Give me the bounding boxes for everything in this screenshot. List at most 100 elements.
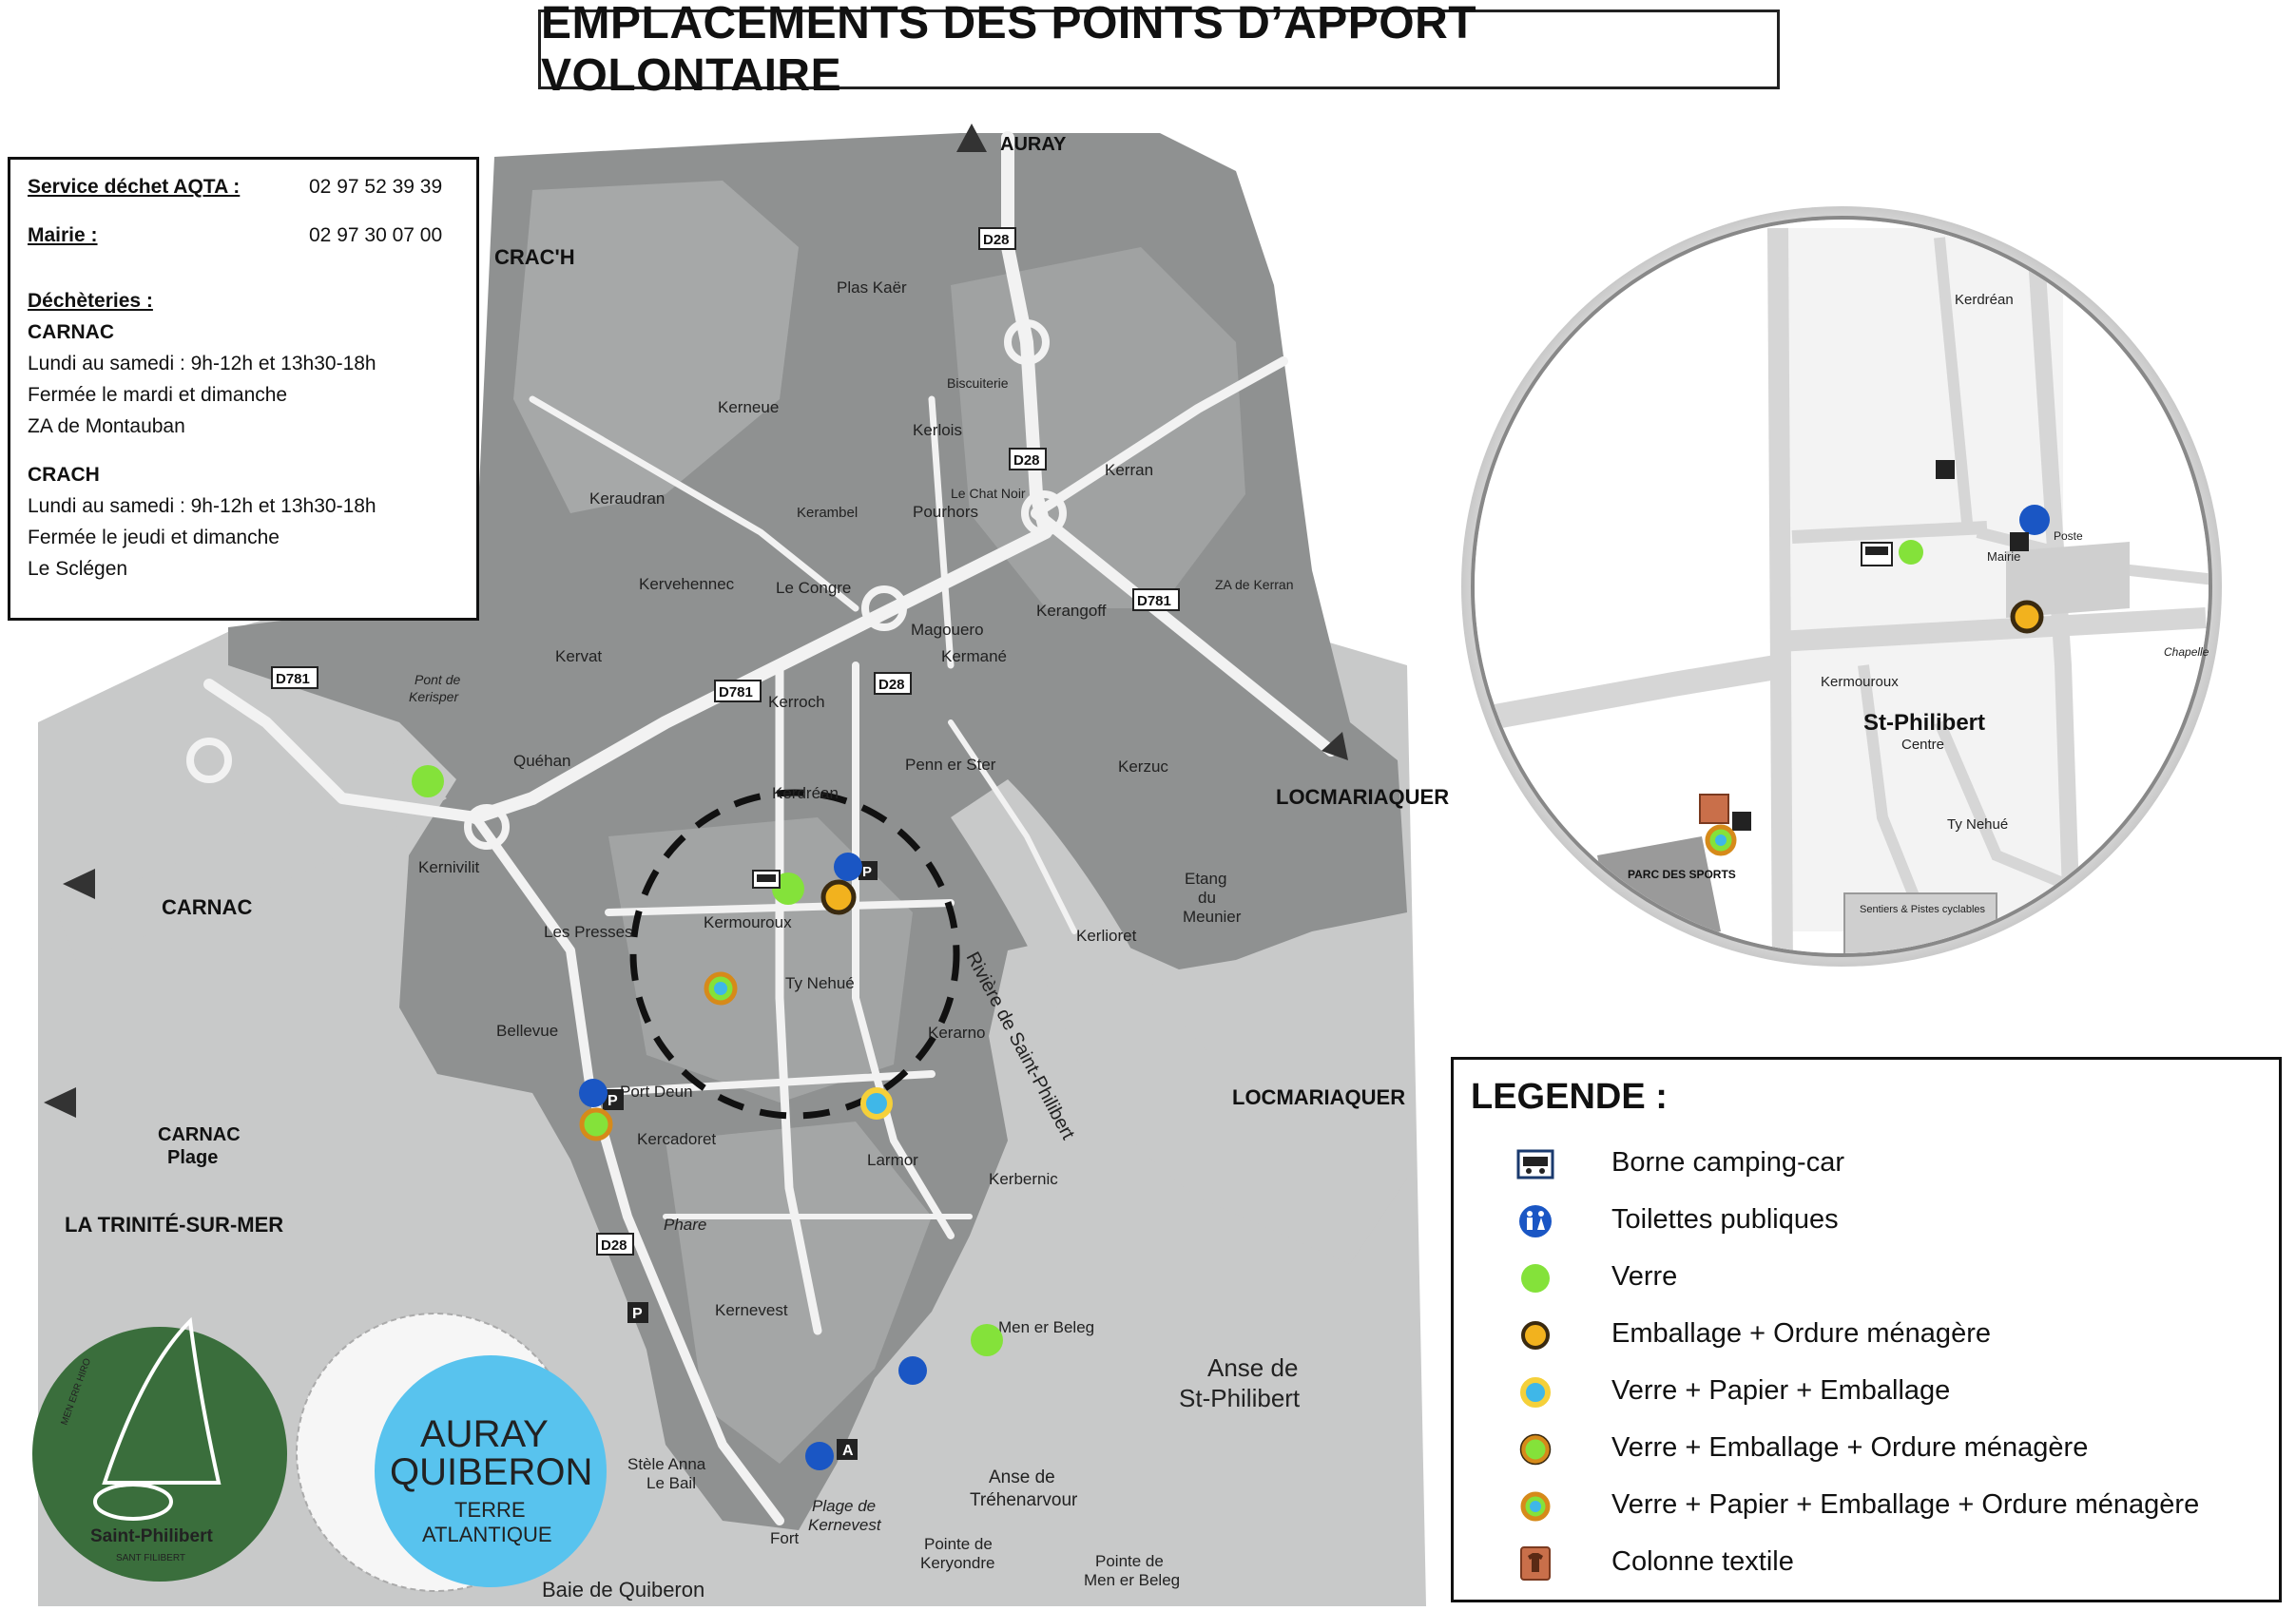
crach-hours: Lundi au samedi : 9h-12h et 13h30-18h <box>28 495 376 517</box>
legend-item-toilets: Toilettes publiques <box>1454 1200 2271 1242</box>
roads <box>203 131 1337 1525</box>
inset-label-sentiers: Sentiers & Pistes cyclables <box>1860 904 1986 915</box>
mairie-phone[interactable]: 02 97 30 07 00 <box>309 224 443 246</box>
map-label-za: ZA de Kerran <box>1215 577 1294 592</box>
map-label-kercadoret: Kercadoret <box>637 1130 716 1148</box>
map-label-plage-kernevest-1: Plage de <box>812 1497 876 1515</box>
arrow-locmariaquer-icon <box>1322 732 1348 760</box>
map-label-plage-kernevest-2: Kernevest <box>808 1516 882 1534</box>
legend-label: Verre + Papier + Emballage <box>1611 1375 1951 1406</box>
mairie-label: Mairie : <box>28 224 98 246</box>
map-label-etang-1: Etang <box>1185 870 1226 888</box>
map-label-plas-kaer: Plas Kaër <box>837 278 907 297</box>
roundabout <box>1004 319 1050 365</box>
camping-car-icon <box>1865 547 1888 555</box>
camping-car-marker[interactable] <box>752 870 781 889</box>
service-row: Service déchet AQTA : 02 97 52 39 39 <box>28 171 459 202</box>
legend-item-verre-emballage-om: Verre + Emballage + Ordure ménagère <box>1454 1429 2271 1470</box>
logo-aq-line3: TERRE <box>454 1498 526 1522</box>
roundabout <box>186 738 232 783</box>
road-badge-d28: D28 <box>601 1237 627 1254</box>
roundabout <box>861 585 907 631</box>
glass-paper-packaging-point-marker[interactable] <box>860 1087 893 1120</box>
legend-label: Colonne textile <box>1611 1546 1794 1577</box>
map-label-kerarno: Kerarno <box>928 1024 985 1042</box>
roundabout <box>464 804 510 850</box>
map-label-phare: Phare <box>664 1216 706 1234</box>
carnac-hours: Lundi au samedi : 9h-12h et 13h30-18h <box>28 353 376 374</box>
toilets-icon <box>1519 1205 1552 1237</box>
map-label-kervehennec: Kervehennec <box>639 575 735 593</box>
road-badge-d781: D781 <box>276 671 310 687</box>
map-label-locmariaquer-1: LOCMARIAQUER <box>1276 785 1449 809</box>
legend-label: Verre + Emballage + Ordure ménagère <box>1611 1432 2089 1463</box>
carnac-place: ZA de Montauban <box>28 415 185 437</box>
map-label-pont-2: Kerisper <box>409 689 459 704</box>
road-badges: D28 D28 D781 D781 D781 D28 D28 <box>271 227 1180 1256</box>
svg-text:P: P <box>862 864 872 880</box>
inset-parking-icon <box>1732 812 1751 831</box>
legend: LEGENDE : Borne camping-car Toilettes pu… <box>1451 1057 2282 1602</box>
all-fractions-center-icon <box>714 982 727 995</box>
toilets-icon[interactable] <box>898 1356 927 1385</box>
toilet-markers <box>579 853 927 1470</box>
map-label-kerlioret: Kerlioret <box>1076 927 1137 945</box>
map-label-stele-2: Le Bail <box>646 1474 696 1492</box>
info-box: Service déchet AQTA : 02 97 52 39 39 Mai… <box>8 157 479 621</box>
map-label-auray: AURAY <box>1000 134 1067 155</box>
inset-textile-icon[interactable] <box>1699 794 1729 824</box>
map-label-locmariaquer-2: LOCMARIAQUER <box>1232 1085 1405 1109</box>
map-label-pointe-2: Keryondre <box>920 1554 994 1572</box>
map-label-kervat: Kervat <box>555 647 602 665</box>
logo-auray-quiberon: AURAY QUIBERON TERRE ATLANTIQUE <box>296 1313 607 1592</box>
map-label-carnac-plage-2: Plage <box>167 1147 218 1168</box>
map-label-ty-nehue: Ty Nehué <box>785 974 855 992</box>
legend-item-emballage-om: Emballage + Ordure ménagère <box>1454 1314 2271 1356</box>
map-label-kerran: Kerran <box>1105 461 1153 479</box>
toilets-icon[interactable] <box>834 853 862 881</box>
road-badge-d28: D28 <box>878 677 905 693</box>
inset-label-kermouroux: Kermouroux <box>1821 674 1899 690</box>
river <box>951 779 1407 1264</box>
map-label-kerlois: Kerlois <box>913 421 962 439</box>
map-label-kermouroux: Kermouroux <box>704 913 792 931</box>
land-patch <box>666 1122 932 1464</box>
map-label-carnac: CARNAC <box>162 895 252 919</box>
toilets-icon[interactable] <box>579 1079 608 1107</box>
legend-label: Verre <box>1611 1261 1678 1292</box>
inset-toilets-icon[interactable] <box>2019 505 2050 535</box>
svg-text:A: A <box>842 1443 854 1459</box>
map-label-pourhors: Pourhors <box>913 503 978 521</box>
glass-point-marker[interactable] <box>971 1324 1003 1356</box>
map-label-keraudran: Keraudran <box>589 489 665 508</box>
map-label-men-er-beleg: Men er Beleg <box>998 1318 1094 1336</box>
map-label-kerambel: Kerambel <box>797 505 858 521</box>
map-label-baie: Baie de Quiberon <box>542 1578 704 1601</box>
toilets-icon[interactable] <box>805 1442 834 1470</box>
legend-item-camping-car: Borne camping-car <box>1454 1143 2271 1185</box>
green-dot-icon <box>1521 1264 1550 1293</box>
map-label-penn-er-ster: Penn er Ster <box>905 756 996 774</box>
legend-label: Toilettes publiques <box>1611 1204 1839 1235</box>
map-label-quehan: Quéhan <box>513 752 571 770</box>
logo-aq-line4: ATLANTIQUE <box>422 1523 552 1546</box>
map-label-le-congre: Le Congre <box>776 579 851 597</box>
page-title: EMPLACEMENTS DES POINTS D’APPORT VOLONTA… <box>538 0 1780 101</box>
logo-stphil-sub: SANT FILIBERT <box>116 1553 185 1563</box>
inset-packaging-waste-point-marker[interactable] <box>2010 600 2044 634</box>
crach-place: Le Sclégen <box>28 558 128 580</box>
glass-packaging-waste-point-marker[interactable] <box>579 1107 613 1141</box>
logo-aq-line1: AURAY <box>420 1413 549 1455</box>
legend-label: Verre + Papier + Emballage + Ordure ména… <box>1611 1489 2200 1520</box>
inset-label-kerdrean: Kerdréan <box>1955 292 2014 308</box>
all-fractions-center-icon <box>1715 834 1727 846</box>
logo-stphil-name: Saint-Philibert <box>90 1526 213 1546</box>
orange-dot-icon <box>1521 1321 1550 1350</box>
inset-parking-icon <box>1936 460 1955 479</box>
textile-icon <box>1520 1546 1551 1581</box>
legend-title: LEGENDE : <box>1471 1077 1668 1117</box>
service-phone[interactable]: 02 97 52 39 39 <box>309 176 443 198</box>
inset-glass-point-marker[interactable] <box>1899 540 1923 565</box>
packaging-waste-point-marker[interactable] <box>820 879 857 915</box>
glass-point-marker[interactable] <box>412 765 444 797</box>
